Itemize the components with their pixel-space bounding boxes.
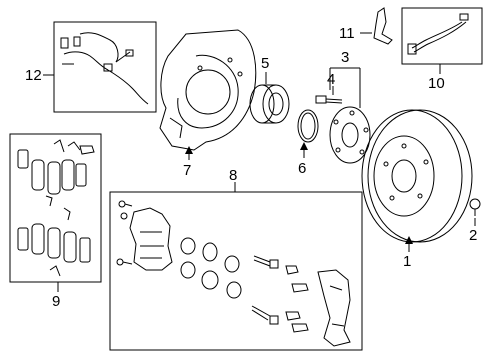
dust-shield [159, 29, 257, 151]
caliper-illustration [116, 200, 351, 347]
sensor-group-box [53, 21, 157, 113]
callout-5: 5 [261, 55, 269, 72]
hose-bracket [373, 7, 393, 45]
leader-3 [329, 67, 361, 108]
callout-2: 2 [469, 227, 477, 244]
callout-12: 12 [25, 67, 42, 84]
brake-hose [407, 13, 469, 55]
callout-6: 6 [298, 160, 306, 177]
wheel-bearing [249, 84, 290, 124]
wheel-hub [329, 106, 371, 164]
callout-4: 4 [327, 71, 335, 88]
callout-1: 1 [403, 253, 411, 270]
brake-rotor [361, 109, 473, 243]
caliper-kit-box [109, 191, 363, 351]
brake-hose-box [401, 7, 483, 65]
callout-3: 3 [341, 49, 349, 66]
brake-pads-illustration [17, 139, 95, 277]
callout-11: 11 [339, 25, 355, 42]
rotor-screw [469, 198, 481, 216]
callout-7: 7 [183, 162, 191, 179]
snap-ring [297, 109, 319, 143]
callout-9: 9 [52, 293, 60, 310]
callout-10: 10 [428, 75, 445, 92]
abs-sensor-illustration [60, 32, 149, 105]
brake-pads-box [9, 133, 102, 283]
wheel-stud [315, 95, 343, 104]
callout-8: 8 [229, 167, 237, 184]
